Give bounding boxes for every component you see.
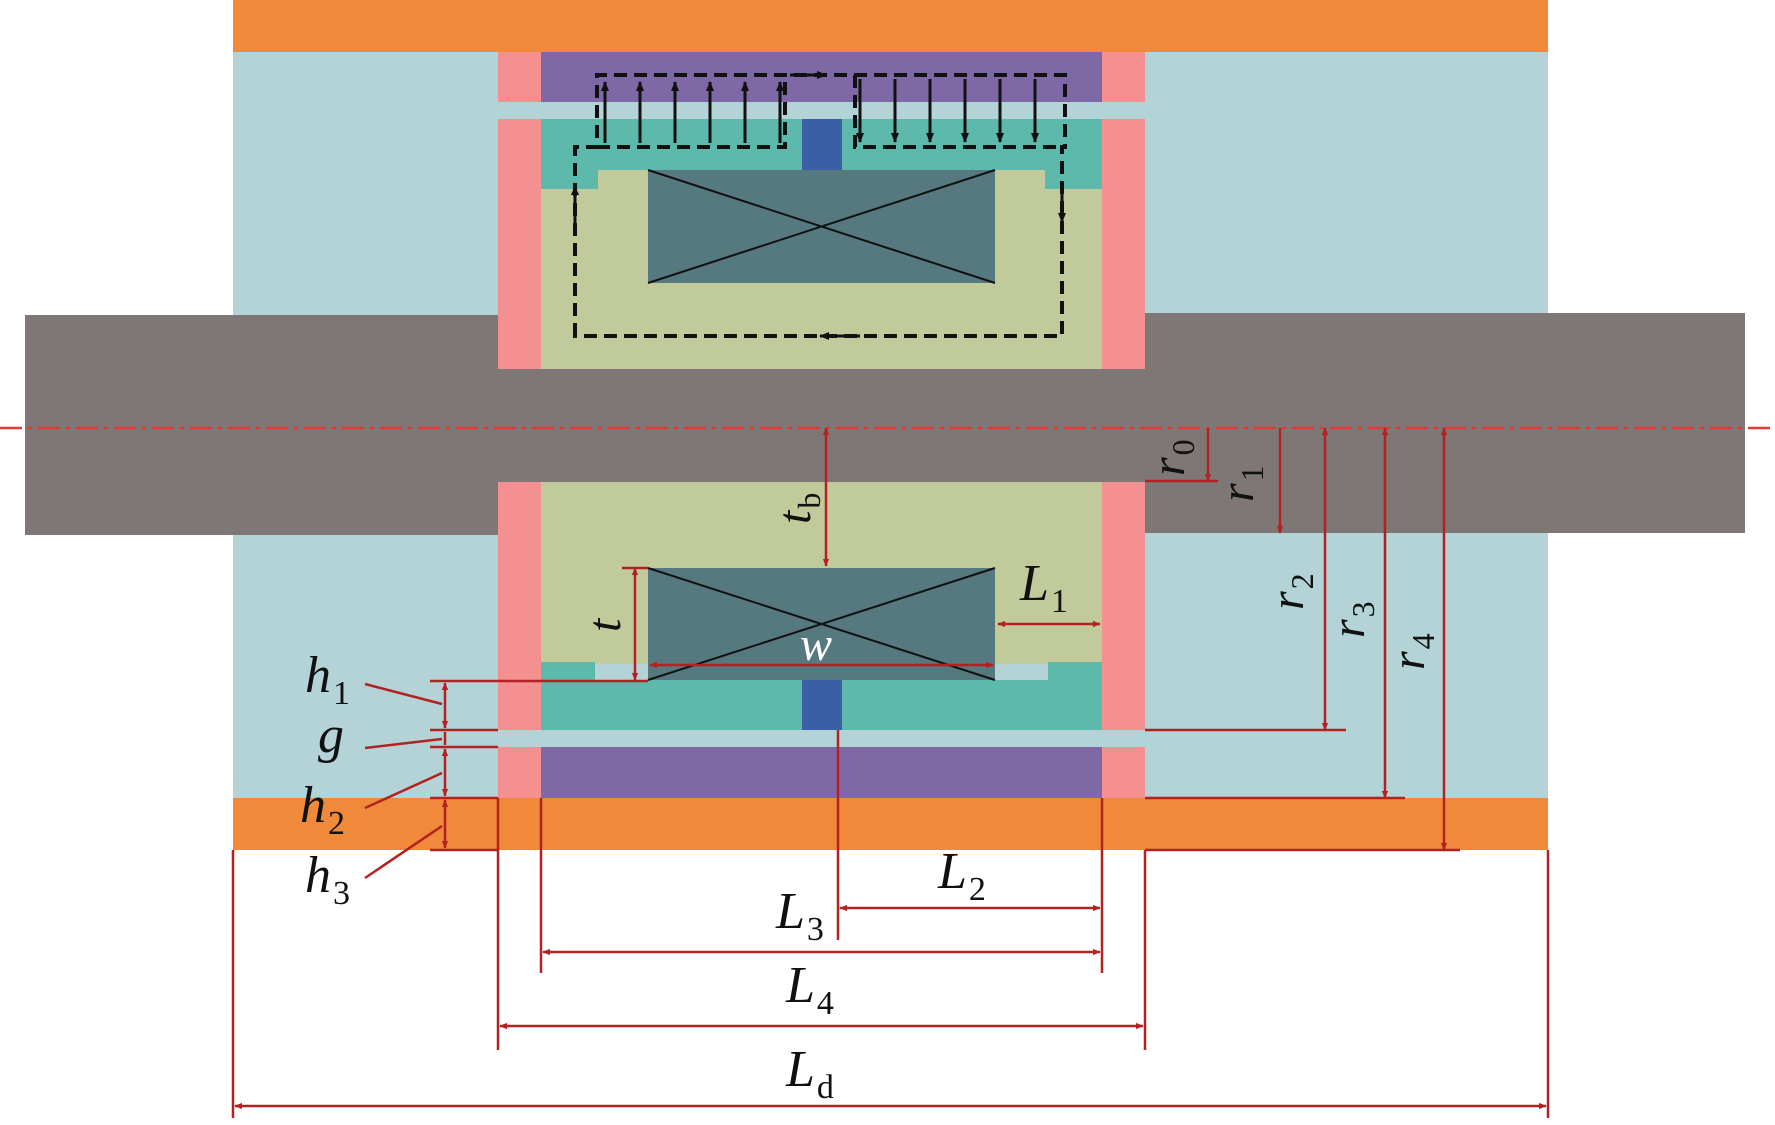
label-h2: h2	[300, 777, 345, 842]
flux-arrows	[571, 71, 1066, 340]
label-L1: L1	[1019, 555, 1068, 620]
coil-cross-line	[647, 567, 996, 681]
dimension-lines	[231, 427, 1550, 1118]
outer-housing-bottom	[233, 798, 1548, 850]
h1-pointer	[364, 682, 443, 706]
h2-pointer	[364, 771, 443, 810]
flux-inner-left	[597, 75, 787, 149]
label-r2: r2	[1261, 573, 1320, 610]
label-g: g	[318, 707, 344, 764]
label-w: w	[800, 618, 832, 671]
g-pointer	[364, 737, 443, 750]
label-r0: r0	[1142, 439, 1201, 476]
h3-pointer	[364, 824, 443, 880]
outer-tube-lower	[541, 747, 1102, 798]
end-plate-left-upper	[498, 52, 541, 369]
label-t: t	[578, 617, 631, 632]
coil-cross-line	[647, 169, 996, 284]
label-L2: L2	[937, 843, 986, 908]
label-r3: r3	[1322, 601, 1381, 638]
flux-loop-line	[573, 73, 1067, 338]
piston-rod-center	[498, 368, 1148, 482]
label-r1: r1	[1211, 465, 1270, 502]
label-h3: h3	[305, 847, 350, 912]
piston-rod-left	[25, 315, 500, 535]
flux-inner-right	[853, 75, 1062, 149]
gap-band-lower	[498, 730, 1145, 747]
end-plate-left-lower	[498, 482, 541, 798]
dimension-labels: r0 r1 r2 r3 r4 tb t w L1 h1 g	[300, 439, 1441, 1106]
gap-band-upper	[498, 102, 1145, 119]
label-L4: L4	[785, 957, 834, 1022]
label-tb: tb	[768, 493, 827, 524]
label-h1: h1	[305, 647, 350, 712]
label-Ld: Ld	[785, 1041, 834, 1106]
flux-path	[573, 73, 1067, 338]
upper-piston-section	[498, 52, 1145, 369]
end-plate-right-upper	[1102, 52, 1145, 369]
gap-spacer-upper	[802, 119, 842, 170]
label-r4: r4	[1382, 633, 1441, 670]
label-L3: L3	[775, 883, 824, 948]
outer-housing-top	[233, 0, 1548, 52]
gap-spacer-lower	[802, 680, 842, 730]
end-plate-right-lower	[1102, 482, 1145, 798]
